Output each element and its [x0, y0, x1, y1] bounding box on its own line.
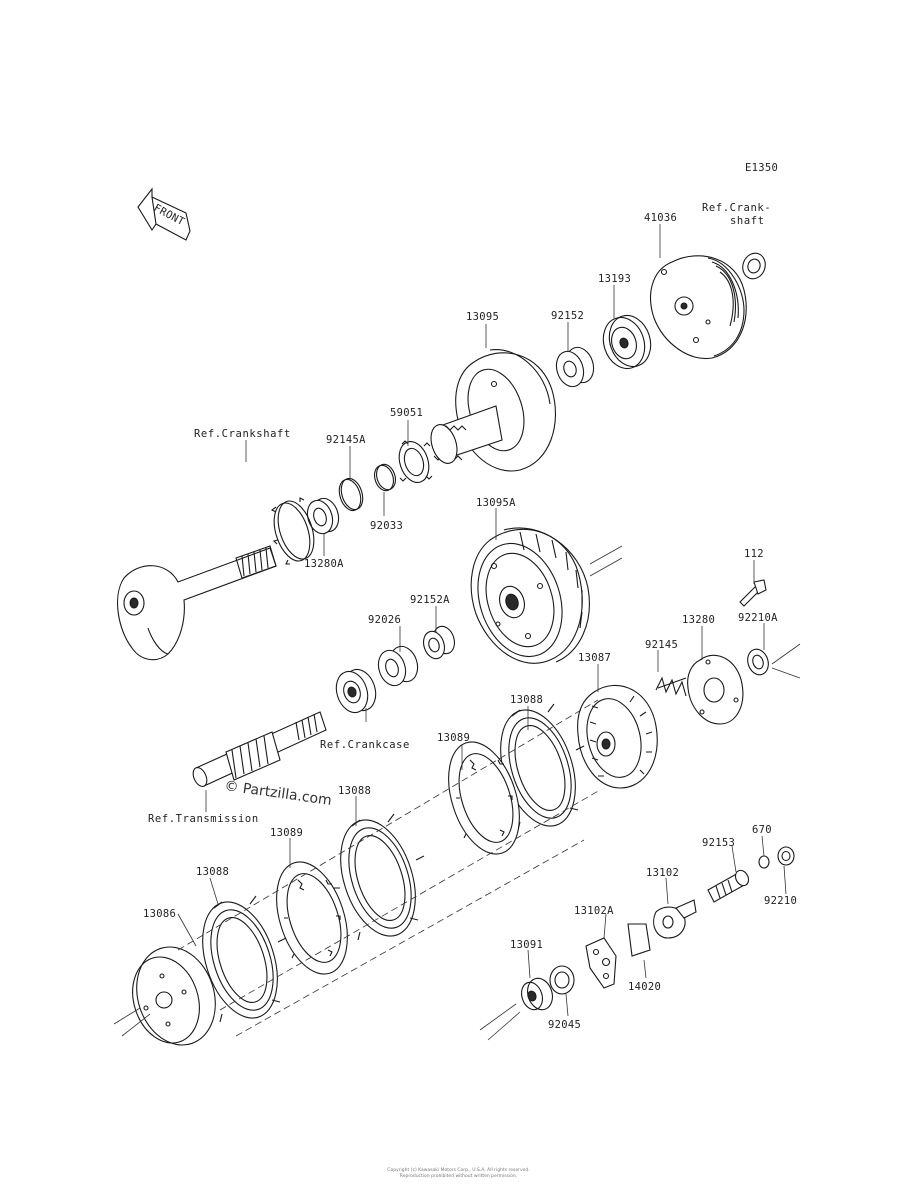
label-92210A: 92210A	[738, 612, 778, 624]
label-13280: 13280	[682, 614, 715, 626]
assembly-line-bottom	[235, 839, 585, 1037]
plate-13102A	[585, 937, 617, 989]
pointer-arrow-icon-4	[479, 1003, 521, 1041]
label-13089-b: 13089	[270, 827, 303, 839]
pointer-arrow-icon-3	[113, 1007, 151, 1037]
spring-92145	[655, 676, 687, 697]
pressure-plate-13280	[687, 654, 744, 725]
collar-13280A	[306, 497, 340, 535]
starter-gear-13095	[430, 349, 556, 472]
label-92145A: 92145A	[326, 434, 366, 446]
label-13280A: 13280A	[304, 558, 344, 570]
bushing-92152	[555, 346, 595, 388]
oil-seal-icon	[742, 252, 766, 280]
ref-crankshaft-top: Ref.Crank-	[702, 202, 771, 214]
label-92153: 92153	[702, 837, 735, 849]
transmission-shaft-icon	[192, 711, 327, 788]
label-13102A: 13102A	[574, 905, 614, 917]
assembly-line-lower	[219, 789, 601, 1011]
snap-ring-92033	[373, 463, 397, 492]
label-13095: 13095	[466, 311, 499, 323]
leader-lines	[177, 224, 787, 1017]
front-arrow-icon: FRONT	[137, 187, 191, 241]
label-112: 112	[744, 548, 764, 560]
clutch-hub-13087	[577, 684, 658, 789]
label-13088-a: 13088	[510, 694, 543, 706]
release-lever-13102	[653, 899, 697, 939]
clutch-drum-41036	[650, 255, 747, 360]
label-92152A: 92152A	[410, 594, 450, 606]
label-13102: 13102	[646, 867, 679, 879]
label-92033: 92033	[370, 520, 403, 532]
assembly-line-upper	[177, 699, 599, 951]
label-670: 670	[752, 824, 772, 836]
watermark: © Partzilla.com	[223, 778, 332, 809]
ref-crankshaft-left: Ref.Crankshaft	[194, 428, 291, 440]
footer-line-1: Copyright (c) Kawasaki Motors Corp., U.S…	[387, 1168, 530, 1173]
cam-13091	[521, 977, 553, 1011]
label-92210: 92210	[764, 895, 797, 907]
label-13087: 13087	[578, 652, 611, 664]
label-59051: 59051	[390, 407, 423, 419]
bearing-92045	[549, 965, 575, 995]
one-way-clutch-13193	[602, 314, 652, 370]
o-ring-670	[758, 855, 770, 869]
label-13091: 13091	[510, 939, 543, 951]
sleeve-92152A	[423, 625, 455, 660]
diagram-code: E1350	[745, 162, 778, 174]
footer: Copyright (c) Kawasaki Motors Corp., U.S…	[0, 1168, 917, 1180]
crankshaft-icon	[117, 545, 277, 661]
spacer-92026	[377, 645, 419, 687]
cover-14020	[627, 923, 651, 957]
clutch-housing-13095A	[470, 527, 590, 664]
label-13095A: 13095A	[476, 497, 516, 509]
steel-plate-13089-lower	[276, 861, 348, 975]
label-13193: 13193	[598, 273, 631, 285]
ref-crankshaft-top-2: shaft	[730, 215, 765, 227]
label-13089-a: 13089	[437, 732, 470, 744]
label-14020: 14020	[628, 981, 661, 993]
footer-line-2: Reproduction prohibited without written …	[399, 1174, 518, 1179]
label-92045: 92045	[548, 1019, 581, 1031]
label-92145: 92145	[645, 639, 678, 651]
reference-labels: Ref.Crank- shaft Ref.Crankshaft Ref.Cran…	[148, 202, 771, 825]
nut-92210A	[747, 648, 769, 676]
crank-gear-icon	[270, 497, 315, 565]
bolt-112	[739, 579, 767, 607]
ref-transmission: Ref.Transmission	[148, 813, 259, 825]
label-41036: 41036	[644, 212, 677, 224]
pointer-arrow-icon	[589, 545, 623, 577]
label-92026: 92026	[368, 614, 401, 626]
label-13086: 13086	[143, 908, 176, 920]
adjusting-screw-92153	[707, 869, 750, 903]
label-92152: 92152	[551, 310, 584, 322]
label-13088-c: 13088	[196, 866, 229, 878]
nut-92210	[777, 846, 795, 866]
part-labels: 41036 13193 92152 13095 59051 92145A 920…	[143, 212, 797, 1031]
steel-plate-13089-upper	[448, 741, 520, 855]
label-13088-b: 13088	[338, 785, 371, 797]
clutch-plate-13086	[132, 946, 216, 1046]
pointer-arrow-icon-2	[771, 643, 801, 679]
bearing-icon	[335, 668, 377, 714]
ref-crankcase: Ref.Crankcase	[320, 739, 410, 751]
circlip-92145A	[338, 477, 364, 512]
spring-ring-59051	[398, 440, 433, 483]
friction-plate-13088-lower	[194, 895, 287, 1023]
